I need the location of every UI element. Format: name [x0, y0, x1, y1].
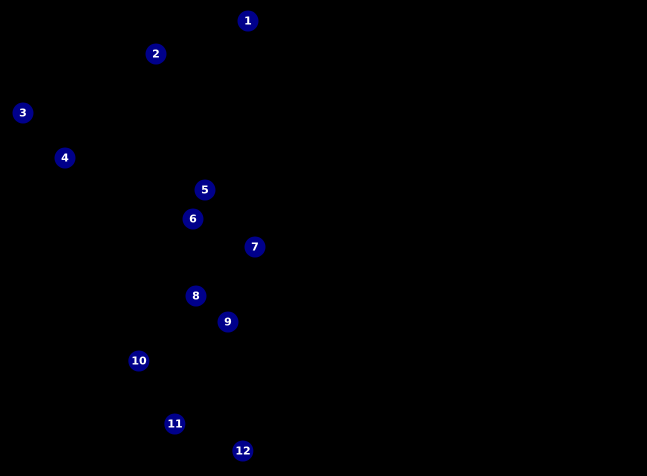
marker-1[interactable]: 1	[237, 10, 259, 32]
marker-5[interactable]: 5	[194, 179, 216, 201]
marker-3[interactable]: 3	[12, 102, 34, 124]
marker-2[interactable]: 2	[145, 43, 167, 65]
marker-11[interactable]: 11	[164, 413, 186, 435]
marker-7[interactable]: 7	[244, 236, 266, 258]
marker-12[interactable]: 12	[232, 440, 254, 462]
marker-6[interactable]: 6	[182, 208, 204, 230]
marker-9[interactable]: 9	[217, 311, 239, 333]
marker-10[interactable]: 10	[128, 350, 150, 372]
marker-8[interactable]: 8	[185, 285, 207, 307]
marker-4[interactable]: 4	[54, 147, 76, 169]
